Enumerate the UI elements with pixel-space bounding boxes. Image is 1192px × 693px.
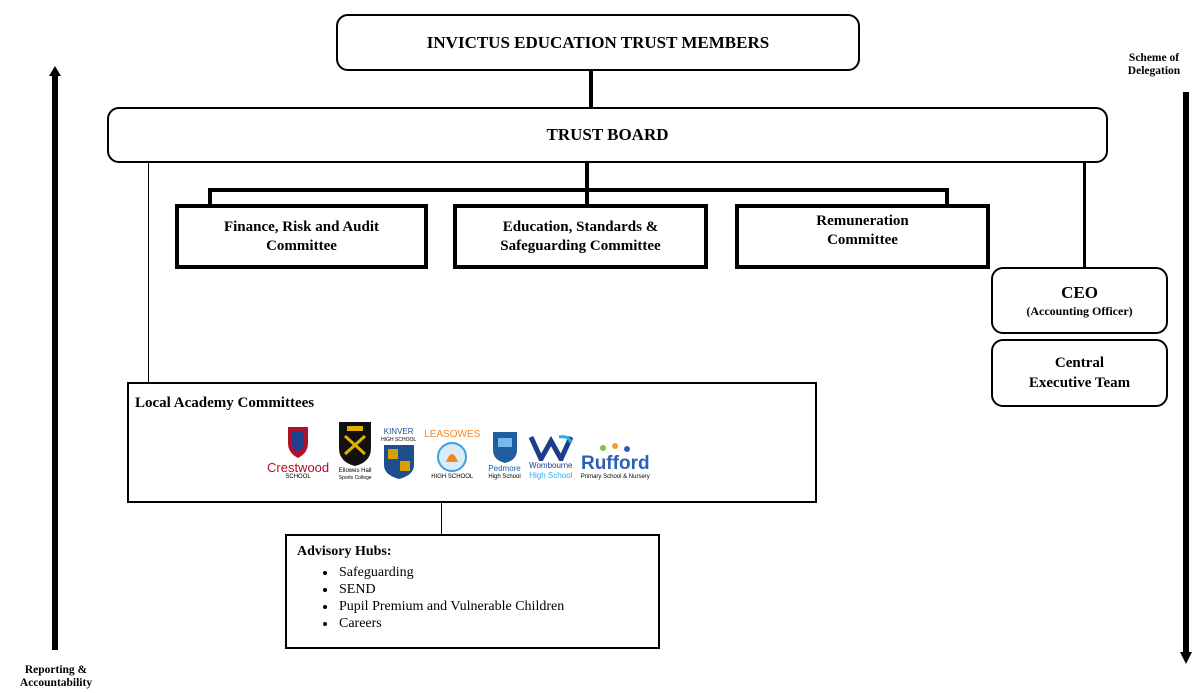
central-executive-line1: Central (1054, 355, 1105, 371)
shield-icon (492, 432, 517, 463)
board-local-connector (148, 162, 149, 382)
reporting-accountability-label: Reporting & Accountability (0, 664, 112, 690)
school-name: Pedmore (488, 464, 521, 473)
school-name: KINVER (383, 427, 414, 436)
reporting-up-arrow-icon (49, 66, 61, 650)
remuneration-drop-line (945, 188, 949, 206)
advisory-hubs-box: Advisory Hubs: Safeguarding SEND Pupil P… (285, 534, 660, 649)
scheme-label-line1: Scheme of (1128, 52, 1180, 64)
trust-board-box: TRUST BOARD (107, 107, 1108, 163)
members-board-connector (589, 70, 593, 108)
advisory-hub-item: Careers (337, 615, 564, 632)
finance-committee-line1: Finance, Risk and Audit (223, 218, 380, 235)
reporting-label-line2: Accountability (19, 677, 93, 689)
scheme-of-delegation-label: Scheme of Delegation (1116, 52, 1192, 78)
school-name: Crestwood (267, 460, 330, 475)
school-logo: LEASOWES HIGH SCHOOL (424, 430, 480, 481)
finance-committee-box: Finance, Risk and Audit Committee (175, 204, 428, 269)
school-name: Wombourne (529, 461, 573, 470)
finance-drop-line (208, 188, 212, 206)
school-logo: Ellowes Hall Sports College (337, 418, 373, 481)
trust-board-title: TRUST BOARD (546, 125, 669, 144)
school-name: LEASOWES (424, 429, 481, 440)
education-committee-line1: Education, Standards & (502, 218, 659, 235)
advisory-hub-item: Pupil Premium and Vulnerable Children (337, 598, 564, 615)
emblem-icon (437, 442, 468, 472)
board-ceo-connector (1083, 162, 1086, 268)
school-sub: HIGH SCHOOL (381, 437, 417, 443)
local-academy-committees-title: Local Academy Committees (135, 395, 315, 411)
advisory-hub-item: SEND (337, 581, 564, 598)
school-sub: High School (488, 474, 521, 480)
education-committee-box: Education, Standards & Safeguarding Comm… (453, 204, 708, 269)
advisory-hubs-title: Advisory Hubs: (297, 544, 392, 559)
advisory-hubs-list: Safeguarding SEND Pupil Premium and Vuln… (287, 564, 564, 632)
school-logo: Crestwood SCHOOL (267, 425, 329, 481)
delegation-down-arrow-icon (1180, 92, 1192, 664)
advisory-hub-item: Safeguarding (337, 564, 564, 581)
reporting-label-line1: Reporting & (24, 664, 88, 676)
education-committee-line2: Safeguarding Committee (500, 237, 661, 254)
central-executive-box: Central Executive Team (991, 339, 1168, 407)
school-sub: SCHOOL (285, 474, 311, 480)
ceo-title: CEO (1061, 283, 1098, 302)
remuneration-committee-line2: Committee (827, 232, 898, 248)
committees-bus-line (208, 188, 949, 192)
school-logo: Pedmore High School (488, 430, 521, 481)
finance-committee-line2: Committee (266, 237, 337, 254)
scheme-label-line2: Delegation (1127, 65, 1181, 77)
ceo-box: CEO (Accounting Officer) (991, 267, 1168, 334)
school-sub: HIGH SCHOOL (431, 474, 474, 480)
school-logo: KINVER HIGH SCHOOL (381, 427, 416, 481)
education-drop-line (585, 188, 589, 206)
school-logo: Wombourne High School (528, 433, 573, 481)
school-name: Ellowes Hall (338, 468, 372, 474)
school-logos: Crestwood SCHOOL Ellowes Hall Sports Col… (267, 418, 650, 481)
school-sub: High School (529, 471, 573, 480)
school-name: Rufford (580, 453, 650, 474)
central-executive-line2: Executive Team (1028, 375, 1131, 391)
stars-icon (600, 443, 631, 452)
crest-icon (383, 445, 414, 479)
crest-icon (288, 427, 309, 458)
w-mark-icon (528, 435, 573, 461)
local-advisory-connector (441, 502, 442, 535)
shield-icon (339, 422, 372, 466)
trust-members-title: INVICTUS EDUCATION TRUST MEMBERS (426, 32, 770, 52)
board-committees-connector (585, 162, 589, 190)
ceo-subtitle: (Accounting Officer) (1026, 304, 1133, 318)
trust-members-box: INVICTUS EDUCATION TRUST MEMBERS (336, 14, 860, 71)
school-sub: Primary School & Nursery (580, 474, 650, 480)
remuneration-committee-box: Remuneration Committee (735, 204, 990, 269)
local-academy-committees-box: Local Academy Committees Crestwood SCHOO… (127, 382, 817, 503)
school-logo: Rufford Primary School & Nursery (581, 442, 650, 481)
school-sub: Sports College (338, 475, 372, 481)
remuneration-committee-line1: Remuneration (816, 213, 909, 229)
